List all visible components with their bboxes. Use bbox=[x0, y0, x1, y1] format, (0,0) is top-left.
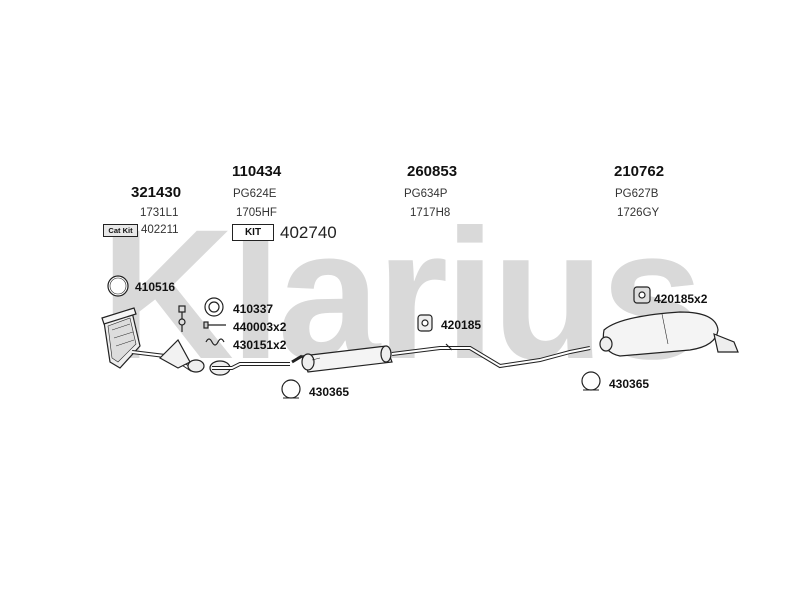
part-number-210762: 210762 bbox=[614, 163, 665, 180]
rear-silencer-icon bbox=[599, 311, 739, 357]
intermediate-pipe-icon bbox=[391, 343, 591, 369]
clamp-430365-a-icon bbox=[281, 379, 301, 399]
cat-kit-badge: Cat Kit bbox=[103, 224, 138, 237]
middle-silencer-icon bbox=[291, 345, 393, 373]
part-code-PG634P: PG634P bbox=[404, 188, 448, 200]
gasket-410337-icon bbox=[204, 297, 224, 317]
label-410516: 410516 bbox=[135, 280, 176, 294]
mount-420185-icon bbox=[417, 314, 433, 332]
clamp-410516-icon bbox=[107, 275, 129, 297]
part-code-PG624E: PG624E bbox=[233, 188, 277, 200]
label-420185x2: 420185x2 bbox=[654, 292, 708, 306]
part-code-1726GY: 1726GY bbox=[617, 207, 660, 219]
cat-kit-number: 402211 bbox=[141, 224, 179, 236]
label-410337: 410337 bbox=[233, 302, 274, 316]
kit-number: 402740 bbox=[280, 223, 337, 242]
part-code-1731L1: 1731L1 bbox=[140, 207, 179, 219]
part-number-321430: 321430 bbox=[131, 184, 182, 201]
sensor-icon bbox=[178, 305, 186, 332]
kit-badge: KIT bbox=[232, 224, 274, 241]
clamp-430365-b-icon bbox=[581, 371, 601, 391]
label-420185: 420185 bbox=[441, 318, 482, 332]
label-440003x2: 440003x2 bbox=[233, 320, 287, 334]
label-430151x2: 430151x2 bbox=[233, 338, 287, 352]
part-code-PG627B: PG627B bbox=[615, 188, 659, 200]
flange-icon bbox=[209, 360, 290, 376]
front-pipe-icon bbox=[131, 339, 205, 373]
bolt-440003-icon bbox=[203, 321, 226, 329]
label-430365-a: 430365 bbox=[309, 385, 350, 399]
part-number-110434: 110434 bbox=[232, 163, 282, 180]
catalytic-converter-icon bbox=[101, 307, 141, 369]
mount-420185x2-icon bbox=[633, 286, 651, 304]
label-430365-b: 430365 bbox=[609, 377, 650, 391]
part-code-1705HF: 1705HF bbox=[236, 207, 277, 219]
part-number-260853: 260853 bbox=[407, 163, 458, 180]
part-code-1717H8: 1717H8 bbox=[410, 207, 451, 219]
spring-430151-icon bbox=[205, 338, 225, 346]
